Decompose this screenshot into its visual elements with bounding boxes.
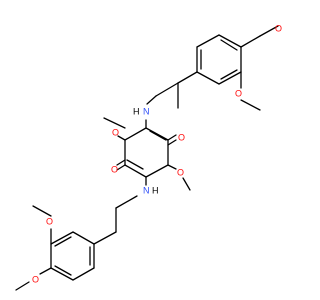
oxygen-label: O xyxy=(177,167,184,177)
top-aryl-ring xyxy=(177,34,242,109)
top-methoxy-groups xyxy=(240,25,279,111)
molecule-svg: O O N H O O O O N H O O xyxy=(15,23,282,291)
oxygen-label: O xyxy=(112,127,119,137)
oxygen-label: O xyxy=(46,216,53,226)
amine-h-label: H xyxy=(133,106,140,116)
bottom-chain xyxy=(115,195,138,233)
amine-n-label: N xyxy=(143,106,150,116)
oxygen-label: O xyxy=(32,274,39,284)
carbonyl-oxygen-label: O xyxy=(178,132,185,142)
top-chain xyxy=(146,82,179,105)
quinone-ring xyxy=(103,117,191,191)
bottom-methoxy-groups xyxy=(15,205,52,291)
oxygen-label: O xyxy=(275,23,282,33)
carbonyl-oxygen-label: O xyxy=(111,164,118,174)
oxygen-label: O xyxy=(235,88,242,98)
bottom-aryl-ring xyxy=(50,231,117,281)
amine-h-label: H xyxy=(152,185,159,195)
amine-n-label: N xyxy=(143,185,150,195)
molecule-diagram: O O N H O O O O N H O O xyxy=(15,23,282,291)
